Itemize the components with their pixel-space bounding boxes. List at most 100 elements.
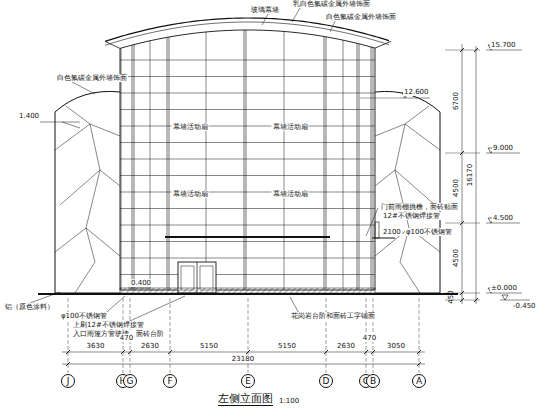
note-text: φ100不锈钢管 xyxy=(405,228,453,236)
main-mullion xyxy=(373,20,374,290)
main-mullion xyxy=(167,20,168,290)
leader-line xyxy=(292,8,300,22)
main-mullion xyxy=(326,20,327,290)
note-text: 2100 xyxy=(382,228,402,236)
dimension-line xyxy=(62,364,425,365)
axis-bubble: B xyxy=(366,374,380,388)
glass-mullion xyxy=(284,20,285,290)
door-panel xyxy=(200,266,213,290)
glass-transom xyxy=(118,192,378,193)
leader-line xyxy=(40,122,80,123)
dimension-text: 470 xyxy=(119,334,134,342)
glass-grid xyxy=(118,20,378,290)
ground-line xyxy=(38,293,458,295)
dim-tick xyxy=(474,298,478,302)
note-text: 玻璃幕墙 xyxy=(250,6,280,14)
axis-letter: A xyxy=(416,377,422,386)
axis-line xyxy=(419,298,420,373)
main-mullion xyxy=(119,20,120,290)
axis-bubble: J xyxy=(61,374,75,388)
main-mullion xyxy=(134,20,135,290)
dim-tick xyxy=(66,362,70,366)
axis-bubble: G xyxy=(123,374,137,388)
glass-transom xyxy=(118,109,378,110)
axis-letter: D xyxy=(323,377,330,386)
axis-letter: F xyxy=(167,377,172,386)
note-text: 幕墙活动扇 xyxy=(272,123,309,131)
note-text: 12#不锈钢焊接管 xyxy=(382,212,441,220)
roof-end xyxy=(375,41,391,48)
axis-letter: G xyxy=(127,377,134,386)
note-text: 铝（原色涂料） xyxy=(4,303,55,311)
axis-letter: J xyxy=(67,377,70,386)
wing-panel-joint xyxy=(375,124,440,150)
elevation-marker xyxy=(502,295,508,300)
level-text: 4.500 xyxy=(492,214,514,222)
main-mullion xyxy=(132,20,133,290)
leader-line xyxy=(30,292,60,303)
wing-panel-joint xyxy=(86,170,100,228)
dimension-text: 5150 xyxy=(199,342,219,350)
entrance-canopy xyxy=(165,236,330,238)
dimension-text: 3630 xyxy=(86,342,106,350)
note-text: 白色氟碳金属外墙饰面 xyxy=(56,74,128,82)
main-mullion xyxy=(357,20,358,290)
wing-panel-joint xyxy=(90,124,100,170)
axis-bubble: D xyxy=(319,374,333,388)
roof-end xyxy=(105,41,120,48)
wing-panel-joint xyxy=(375,170,435,205)
main-mullion xyxy=(121,20,122,290)
axis-line xyxy=(68,298,69,373)
leader-line xyxy=(62,122,80,128)
axis-line xyxy=(170,298,171,373)
dim-tick xyxy=(417,362,421,366)
note-text: 门前雨棚挑檐，面砖贴面 xyxy=(380,203,459,211)
dimension-text: 2630 xyxy=(140,342,160,350)
glass-outline xyxy=(120,30,375,290)
leader-line xyxy=(128,288,150,289)
glass-mullion xyxy=(206,20,207,290)
wing-panel-joint xyxy=(60,170,120,205)
dimension-line xyxy=(62,352,425,353)
level-text: ±0.000 xyxy=(490,284,518,292)
dimension-line xyxy=(462,44,463,304)
canopy-post xyxy=(375,222,379,238)
note-text: 1:100 xyxy=(278,397,300,405)
dimension-text: 470 xyxy=(362,334,377,342)
glass-transom xyxy=(118,208,378,209)
glass-transom xyxy=(118,142,378,143)
level-text: 12.600 xyxy=(403,88,430,96)
axis-letter: B xyxy=(370,377,376,386)
note-text: 花岗岩台阶和面砖工字铺面 xyxy=(290,312,376,320)
right-wing-wall xyxy=(375,91,440,293)
note-text: 幕墙活动扇 xyxy=(172,123,209,131)
leader-line xyxy=(330,21,335,32)
glass-transom xyxy=(118,60,378,61)
glass-mullion xyxy=(343,20,344,290)
wing-panel-joint xyxy=(400,228,420,293)
granite-base xyxy=(120,288,375,293)
extension-line xyxy=(360,98,400,99)
level-text: 0.400 xyxy=(130,279,152,287)
axis-bubble: E xyxy=(241,374,255,388)
glass-mullion xyxy=(150,20,151,290)
wing-panel-joint xyxy=(395,124,405,170)
level-text: 1.400 xyxy=(18,112,40,120)
dimension-text: 2630 xyxy=(336,342,356,350)
door-panel xyxy=(181,266,194,290)
note-text: 幕墙活动扇 xyxy=(172,190,209,198)
glass-transom xyxy=(118,159,378,160)
level-text: 4500 xyxy=(452,248,460,268)
dimension-text: 3050 xyxy=(386,342,406,350)
dimension-text: 23180 xyxy=(231,355,255,363)
glass-transom xyxy=(118,93,378,94)
wing-panel-joint xyxy=(405,106,429,124)
note-text: 上刷12#不锈钢焊接管 xyxy=(72,321,145,329)
dim-tick xyxy=(474,48,478,52)
wing-panel-joint xyxy=(66,106,90,124)
roof-edge xyxy=(105,18,389,41)
axis-letter: E xyxy=(245,377,251,386)
glass-transom xyxy=(118,126,378,127)
level-text: 16170 xyxy=(466,163,474,187)
